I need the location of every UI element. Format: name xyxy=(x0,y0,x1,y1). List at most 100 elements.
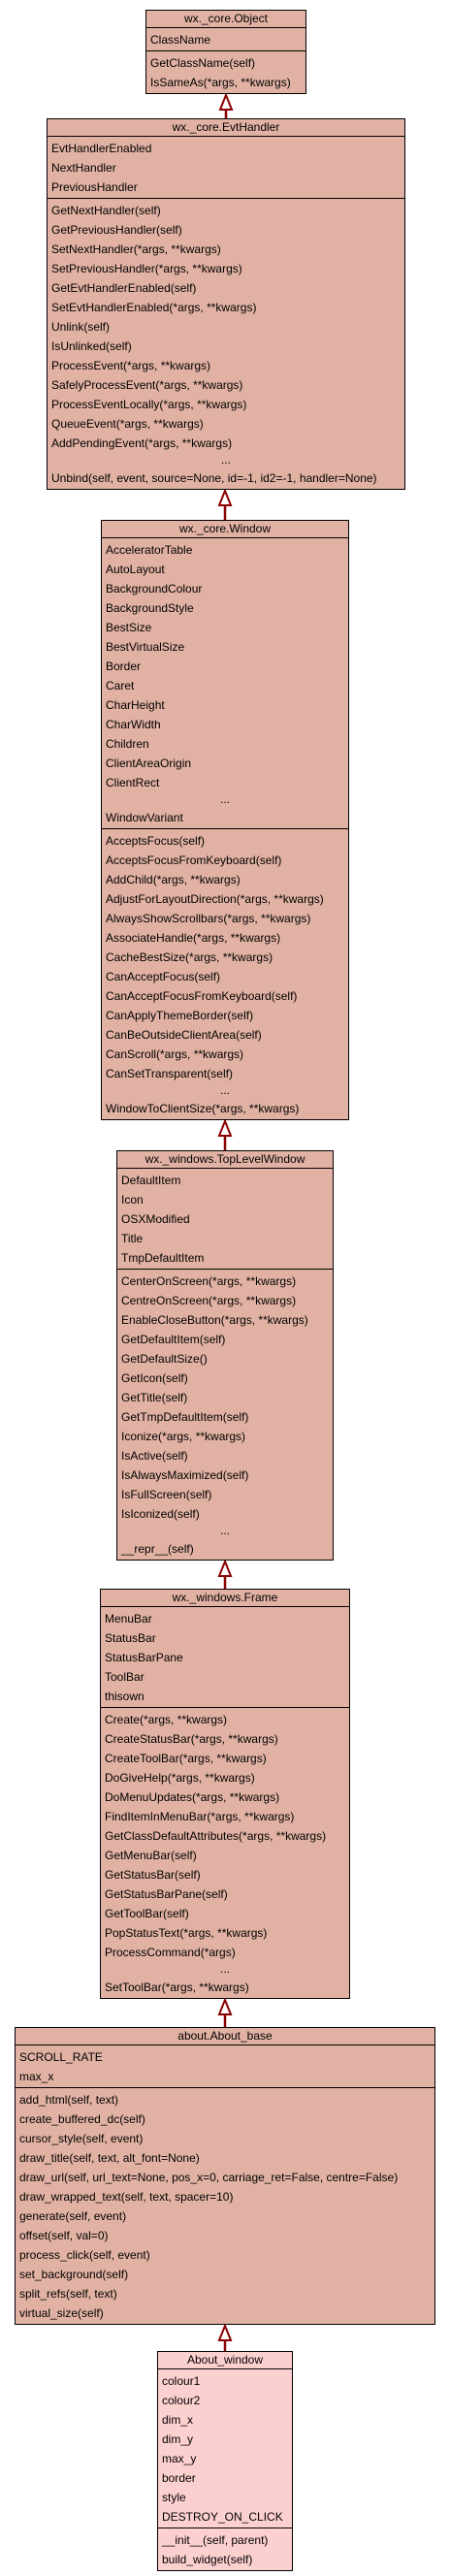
inheritance-arrow xyxy=(217,2323,233,2351)
attribute-row: colour2 xyxy=(162,2394,201,2407)
method-row: DoGiveHelp(*args, **kwargs) xyxy=(105,1771,255,1785)
method-row: PopStatusText(*args, **kwargs) xyxy=(105,1926,268,1940)
attribute-row: BackgroundColour xyxy=(106,582,203,596)
class-title: wx._core.Window xyxy=(102,521,348,538)
method-row: split_refs(self, text) xyxy=(19,2287,117,2301)
method-section: add_html(self, text) create_buffered_dc(s… xyxy=(16,2088,434,2324)
attribute-row: Caret xyxy=(106,679,135,692)
method-row: CanAcceptFocusFromKeyboard(self) xyxy=(106,989,298,1003)
attribute-row: CharHeight xyxy=(106,698,165,712)
method-row: GetPreviousHandler(self) xyxy=(51,223,182,237)
method-row: draw_url(self, url_text=None, pos_x=0, c… xyxy=(19,2171,399,2184)
attribute-row: Children xyxy=(106,737,149,751)
attribute-row: TmpDefaultItem xyxy=(121,1251,205,1265)
method-row: draw_wrapped_text(self, text, spacer=10) xyxy=(19,2190,234,2204)
method-row: GetTmpDefaultItem(self) xyxy=(121,1410,249,1424)
method-row: process_click(self, event) xyxy=(19,2248,150,2262)
method-row: SetToolBar(*args, **kwargs) xyxy=(105,1980,249,1994)
ellipsis-row: ... xyxy=(219,792,230,806)
method-row: DoMenuUpdates(*args, **kwargs) xyxy=(105,1790,280,1804)
method-section: __init__(self, parent)build_widget(self) xyxy=(158,2528,292,2570)
attribute-row: dim_y xyxy=(162,2432,194,2446)
attribute-row: Title xyxy=(121,1232,144,1245)
method-row: CanSetTransparent(self) xyxy=(106,1067,233,1080)
method-row: __repr__(self) xyxy=(121,1542,194,1556)
method-row: Iconize(*args, **kwargs) xyxy=(121,1430,246,1443)
attribute-section: ClassName xyxy=(146,28,305,51)
method-row: GetDefaultItem(self) xyxy=(121,1333,226,1346)
method-row: CreateToolBar(*args, **kwargs) xyxy=(105,1752,267,1765)
attribute-row: StatusBarPane xyxy=(105,1651,183,1664)
method-row: CanScroll(*args, **kwargs) xyxy=(106,1047,244,1061)
method-row: virtual_size(self) xyxy=(19,2306,104,2320)
method-row: SafelyProcessEvent(*args, **kwargs) xyxy=(51,378,243,392)
method-row: add_html(self, text) xyxy=(19,2093,119,2107)
attribute-section: SCROLL_RATE max_x xyxy=(16,2045,434,2088)
attribute-row: BestSize xyxy=(106,621,152,634)
inheritance-arrow xyxy=(217,1118,233,1150)
method-row: IsSameAs(*args, **kwargs) xyxy=(150,76,291,89)
attribute-row: Border xyxy=(106,660,142,673)
class-title: wx._windows.Frame xyxy=(101,1590,349,1607)
attribute-row: CharWidth xyxy=(106,718,161,731)
attribute-row: ClientAreaOrigin xyxy=(106,757,192,770)
attribute-row: BackgroundStyle xyxy=(106,601,194,615)
attribute-row: AcceleratorTable xyxy=(106,543,193,557)
class-title: About_window xyxy=(158,2352,292,2369)
attribute-row: SCROLL_RATE xyxy=(19,2050,103,2064)
method-row: Unlink(self) xyxy=(51,320,111,334)
inheritance-arrow xyxy=(217,1559,233,1589)
method-row: GetStatusBar(self) xyxy=(105,1868,201,1882)
method-row: IsFullScreen(self) xyxy=(121,1488,212,1501)
attribute-row: dim_x xyxy=(162,2413,194,2427)
attribute-row: OSXModified xyxy=(121,1212,190,1226)
method-row: CanApplyThemeBorder(self) xyxy=(106,1009,254,1022)
method-row: EnableCloseButton(*args, **kwargs) xyxy=(121,1313,308,1327)
method-row: Create(*args, **kwargs) xyxy=(105,1713,228,1726)
method-section: GetClassName(self)IsSameAs(*args, **kwar… xyxy=(146,51,305,93)
method-row: GetStatusBarPane(self) xyxy=(105,1887,228,1901)
method-row: offset(self, val=0) xyxy=(19,2229,109,2242)
method-row: SetEvtHandlerEnabled(*args, **kwargs) xyxy=(51,301,257,314)
attribute-row: max_y xyxy=(162,2452,197,2465)
class-box-object[interactable]: wx._core.Object ClassName GetClassName(s… xyxy=(145,10,306,94)
method-row: IsAlwaysMaximized(self) xyxy=(121,1468,249,1482)
method-row: GetNextHandler(self) xyxy=(51,204,161,217)
method-row: IsIconized(self) xyxy=(121,1507,200,1521)
class-title: wx._core.Object xyxy=(146,11,305,28)
class-title: wx._windows.TopLevelWindow xyxy=(117,1151,333,1169)
method-row: cursor_style(self, event) xyxy=(19,2132,144,2145)
method-section: Create(*args, **kwargs)CreateStatusBar(*… xyxy=(101,1708,349,1998)
method-row: GetIcon(self) xyxy=(121,1371,188,1385)
attribute-row: DefaultItem xyxy=(121,1174,181,1187)
attribute-row: ToolBar xyxy=(105,1670,145,1684)
ellipsis-row: ... xyxy=(219,1083,230,1097)
method-row: AddPendingEvent(*args, **kwargs) xyxy=(51,436,233,450)
method-row: GetEvtHandlerEnabled(self) xyxy=(51,281,197,295)
attribute-row: DESTROY_ON_CLICK xyxy=(162,2510,283,2524)
method-row: QueueEvent(*args, **kwargs) xyxy=(51,417,204,431)
method-row: create_buffered_dc(self) xyxy=(19,2112,145,2126)
attribute-row: NextHandler xyxy=(51,161,116,175)
method-row: AcceptsFocus(self) xyxy=(106,834,206,848)
method-row: draw_title(self, text, alt_font=None) xyxy=(19,2151,200,2165)
method-row: FindItemInMenuBar(*args, **kwargs) xyxy=(105,1810,295,1823)
attribute-row: StatusBar xyxy=(105,1631,156,1645)
method-row: CanAcceptFocus(self) xyxy=(106,970,221,983)
attribute-row: max_x xyxy=(19,2070,54,2083)
ellipsis-row: ... xyxy=(219,1524,230,1537)
attribute-row: ClientRect xyxy=(106,776,160,789)
method-section: AcceptsFocus(self)AcceptsFocusFromKeyboa… xyxy=(102,829,348,1119)
method-row: generate(self, event) xyxy=(19,2209,127,2223)
method-row: GetMenuBar(self) xyxy=(105,1849,197,1862)
